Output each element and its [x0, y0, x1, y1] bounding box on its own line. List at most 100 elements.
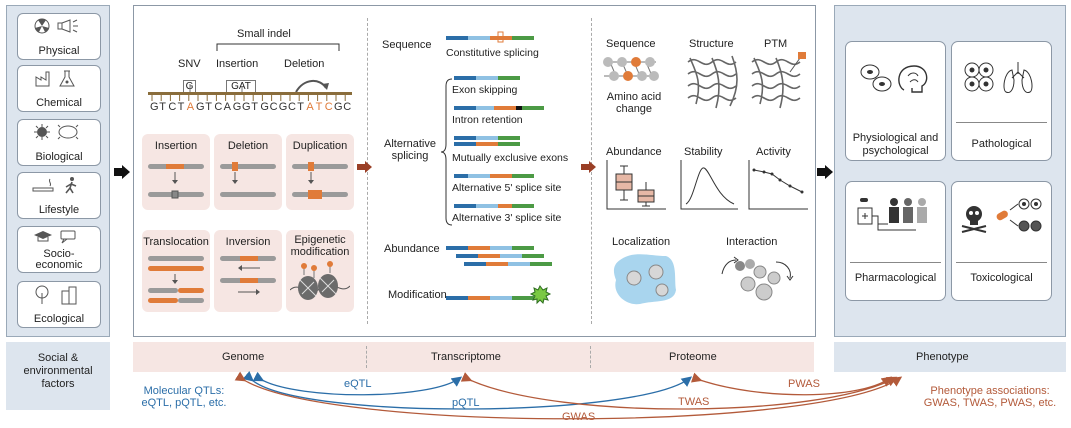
transcript-isoforms-graphic [446, 31, 552, 305]
dna-base: C [288, 101, 296, 113]
dna-base: T [251, 101, 258, 113]
constitutive-splicing-label: Constitutive splicing [446, 47, 539, 59]
snv-label: SNV [178, 58, 201, 70]
card-title: Translocation [143, 236, 209, 248]
eqtl-label: eQTL [344, 378, 372, 390]
molecular-qtls-note: Molecular QTLs: eQTL, pQTL, etc. [141, 385, 227, 409]
dna-base: G [260, 101, 269, 113]
chromosome-graphic [148, 164, 204, 199]
abundance-label: Abundance [384, 243, 440, 255]
card-title: Deletion [227, 140, 269, 152]
splice-event-label: Exon skipping [452, 84, 518, 96]
localization-cell-graphic [613, 254, 676, 305]
variant-card-translocation: Translocation [142, 230, 210, 312]
abundance-boxplot-graphic [606, 160, 666, 210]
phenotype-associations-note: Phenotype associations: GWAS, TWAS, PWAS… [923, 385, 1057, 409]
phenotype-card-pathological: Pathological [951, 41, 1052, 161]
factor-lifestyle: Lifestyle [17, 172, 101, 219]
interaction-label: Interaction [726, 236, 778, 248]
phenotype-label: Toxicological [970, 272, 1033, 284]
phenotype-card-physiological: Physiological and psychological [845, 41, 946, 161]
factors-footer-label: Social & environmental factors [23, 352, 93, 390]
variant-card-inversion: Inversion [214, 230, 282, 312]
factor-label: Biological [35, 151, 83, 163]
twas-label: TWAS [678, 396, 710, 408]
modification-label: Modification [388, 289, 447, 301]
stability-label: Stability [684, 146, 723, 158]
protein-structure-graphic [687, 55, 738, 109]
gwas-label: GWAS [562, 411, 596, 423]
amino-acid-chain-graphic [603, 57, 659, 81]
protein-sequence-label: Sequence [606, 38, 656, 50]
phenotype-card-toxicological: Toxicological [951, 181, 1052, 301]
splice-event-label: Intron retention [452, 114, 523, 126]
dna-base: G [150, 101, 159, 113]
radiation-megaphone-icon [34, 18, 78, 34]
factors-footer-bar: Social & environmental factors [6, 342, 110, 410]
genome-label: Genome [222, 351, 265, 363]
chromosome-graphic [292, 162, 348, 199]
divider [366, 346, 367, 368]
divider [591, 18, 592, 324]
stability-curve-graphic [680, 160, 738, 210]
phenotype-card-pharmacological: Pharmacological [845, 181, 946, 301]
dna-base: G [232, 101, 242, 113]
card-title: Epigenetic modification [290, 234, 350, 258]
dna-base: G [196, 101, 205, 113]
dna-base: C [269, 101, 278, 113]
dna-base: T [177, 101, 185, 113]
variant-card-duplication: Duplication [286, 134, 354, 210]
phenotype-footer-bar: Phenotype [834, 342, 1066, 372]
chromosome-graphic [148, 256, 204, 303]
arrow-right-icon [357, 161, 372, 173]
factory-flask-icon [35, 70, 75, 87]
dna-base: T [159, 101, 166, 113]
arrow-right-icon [817, 165, 833, 179]
card-title: Inversion [225, 236, 271, 248]
arrow-right-icon [581, 161, 596, 173]
deletion-label: Deletion [284, 58, 325, 70]
chromosome-graphic [220, 162, 276, 197]
splicing-bracket [440, 78, 453, 226]
indel-bracket [216, 43, 340, 51]
dna-base: C [343, 101, 352, 113]
omics-footer-bar: Genome Transcriptome Proteome [133, 342, 814, 372]
proteome-label: Proteome [669, 351, 717, 363]
nucleosome-graphic [290, 261, 350, 300]
activity-label: Activity [756, 146, 791, 158]
graduation-chat-icon [34, 230, 76, 244]
factor-label: Ecological [33, 313, 85, 325]
pwas-label: PWAS [788, 378, 820, 390]
factor-ecological: Ecological [17, 281, 101, 328]
card-divider [956, 122, 1047, 123]
dna-base: G [242, 101, 251, 113]
divider [367, 18, 368, 324]
phenotype-panel: Physiological and psychological Patholog… [834, 5, 1066, 337]
dna-base: T [297, 101, 304, 113]
phenotype-footer-label: Phenotype [916, 351, 969, 363]
factor-chemical: Chemical [17, 65, 101, 112]
skull-pill-cells-icon [961, 198, 1042, 233]
ptm-structure-graphic [751, 52, 806, 109]
structure-label: Structure [689, 38, 734, 50]
dna-base: C [168, 101, 177, 113]
dna-sequence-graphic [148, 80, 352, 101]
drug-people-icon [857, 198, 927, 231]
factor-label: Chemical [36, 97, 82, 109]
dna-base: G [278, 101, 288, 113]
insertion-label: Insertion [216, 58, 259, 70]
card-title: Duplication [292, 140, 348, 152]
interaction-graphic [721, 256, 794, 301]
dna-base: A [306, 101, 314, 113]
ptm-label: PTM [764, 38, 788, 50]
card-divider [956, 262, 1047, 263]
dna-base: G [334, 101, 343, 113]
splice-event-label: Alternative 3' splice site [452, 212, 562, 224]
alternative-splicing-label: Alternative splicing [384, 138, 436, 162]
association-arcs-graphic [234, 371, 903, 420]
splice-event-label: Alternative 5' splice site [452, 182, 562, 194]
omics-panel: Small indel SNV Insertion Deletion G GAT… [133, 5, 816, 337]
dna-base: T [315, 101, 323, 113]
small-indel-label: Small indel [237, 28, 291, 40]
dna-base: C [324, 101, 333, 113]
